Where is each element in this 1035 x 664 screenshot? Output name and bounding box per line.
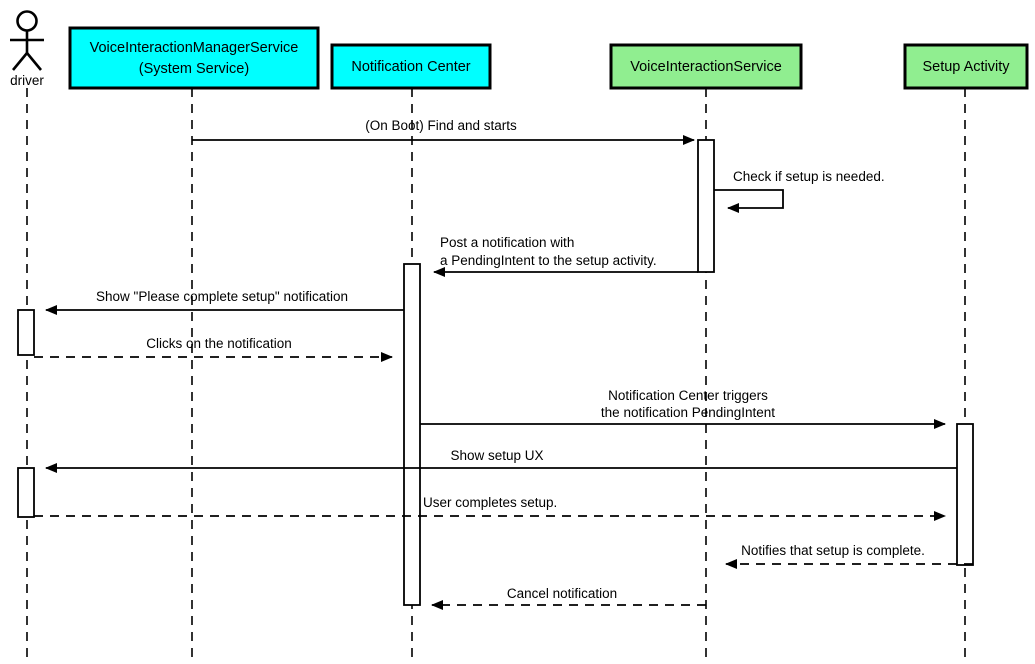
activation-bar-vis bbox=[697, 139, 715, 273]
actor-driver-label: driver bbox=[10, 73, 44, 88]
message-check-if-setup-is-needed[interactable]: Check if setup is needed. bbox=[714, 169, 885, 213]
actor-head-icon bbox=[16, 10, 38, 32]
message-post-a-notification[interactable]: Post a notification with a PendingIntent… bbox=[433, 235, 698, 277]
message-clicks-on-the-notification[interactable]: Clicks on the notification bbox=[34, 336, 393, 362]
activation-bar-driver-1 bbox=[17, 309, 35, 356]
participant-box-vis-rect bbox=[609, 43, 803, 90]
messages-group: (On Boot) Find and starts Check if setup… bbox=[34, 118, 973, 610]
activation-bar-driver-2 bbox=[17, 467, 35, 518]
message-label: Check if setup is needed. bbox=[733, 169, 885, 184]
message-label: Clicks on the notification bbox=[146, 336, 292, 351]
message-label-line1: Notification Center triggers bbox=[608, 388, 768, 403]
activation-bar-notification-center bbox=[403, 263, 421, 606]
participant-box-setup-activity-label: Setup Activity bbox=[922, 59, 1010, 75]
message-self-path bbox=[714, 189, 784, 213]
message-user-completes-setup[interactable]: User completes setup. bbox=[34, 495, 946, 521]
actor-driver[interactable]: driver bbox=[10, 10, 44, 89]
message-on-boot-find-and-starts[interactable]: (On Boot) Find and starts bbox=[192, 118, 695, 145]
activation-bar-setup-activity bbox=[956, 423, 974, 566]
participant-box-vims-label-line1: VoiceInteractionManagerService bbox=[90, 40, 299, 56]
message-label: User completes setup. bbox=[423, 495, 557, 510]
message-notifies-that-setup-is-complete[interactable]: Notifies that setup is complete. bbox=[725, 543, 973, 569]
actor-leg-right-line bbox=[25, 52, 43, 71]
participant-box-vis-label: VoiceInteractionService bbox=[630, 59, 782, 75]
message-label-line1: Post a notification with bbox=[440, 235, 574, 250]
participant-box-vims[interactable]: VoiceInteractionManagerService (System S… bbox=[68, 26, 320, 90]
message-label: Show setup UX bbox=[450, 448, 543, 463]
participant-box-vis[interactable]: VoiceInteractionService bbox=[609, 43, 803, 90]
message-label-line2: a PendingIntent to the setup activity. bbox=[440, 253, 657, 268]
participant-box-notification-center[interactable]: Notification Center bbox=[330, 43, 492, 90]
participant-box-notification-center-label: Notification Center bbox=[351, 59, 470, 75]
message-label-line2: the notification PendingIntent bbox=[601, 405, 775, 420]
participant-box-setup-activity[interactable]: Setup Activity bbox=[903, 43, 1029, 90]
participant-box-setup-activity-rect bbox=[903, 43, 1029, 90]
message-label: Notifies that setup is complete. bbox=[741, 543, 925, 558]
message-label: (On Boot) Find and starts bbox=[365, 118, 517, 133]
participant-box-vims-label-line2: (System Service) bbox=[139, 61, 249, 77]
message-notification-center-triggers-pendingintent[interactable]: Notification Center triggers the notific… bbox=[420, 388, 946, 429]
message-label: Show "Please complete setup" notificatio… bbox=[96, 289, 348, 304]
participant-box-notification-center-rect bbox=[330, 43, 492, 90]
activation-bars-group bbox=[17, 139, 974, 606]
participant-box-vims-rect bbox=[68, 26, 320, 90]
message-label: Cancel notification bbox=[507, 586, 617, 601]
message-show-setup-ux[interactable]: Show setup UX bbox=[45, 448, 957, 473]
actor-leg-left-line bbox=[11, 52, 29, 71]
message-cancel-notification[interactable]: Cancel notification bbox=[431, 586, 706, 610]
message-show-please-complete-setup-notification[interactable]: Show "Please complete setup" notificatio… bbox=[45, 289, 404, 315]
